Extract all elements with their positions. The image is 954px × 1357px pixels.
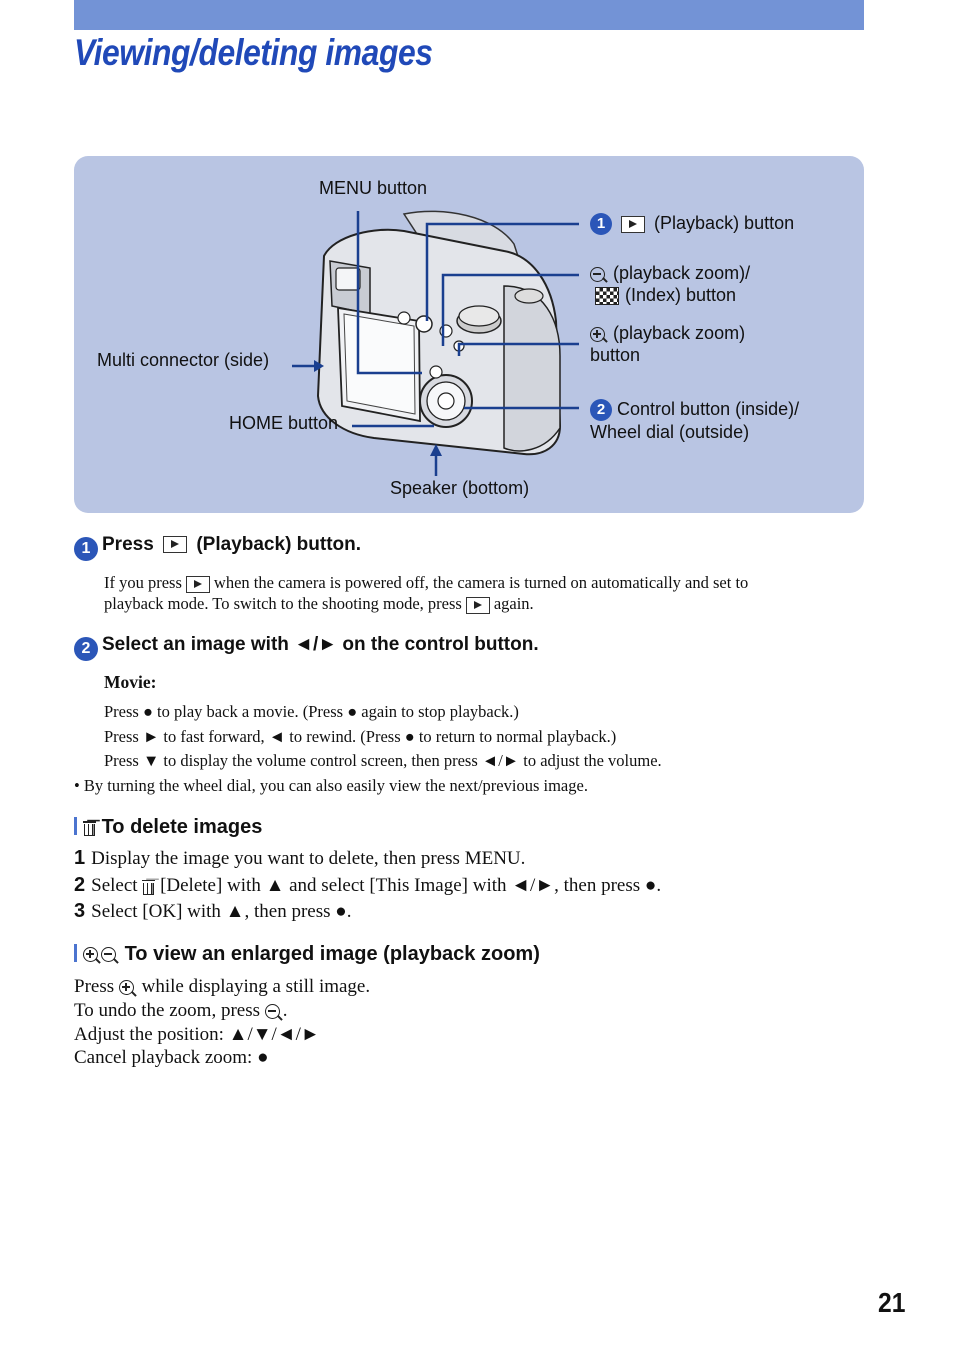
- step-1-body-c: playback mode. To switch to the shooting…: [104, 594, 462, 613]
- zoom-heading: To view an enlarged image (playback zoom…: [74, 943, 540, 966]
- multi-connector-label: Multi connector (side): [97, 350, 270, 370]
- control-button-label: Control button (inside)/: [617, 399, 800, 419]
- playback-button-callout: 1 (Playback) button: [590, 212, 795, 236]
- zoom-line-1b: while displaying a still image.: [141, 976, 371, 997]
- delete-heading: To delete images: [74, 816, 262, 839]
- step-1-press: Press: [102, 534, 154, 555]
- delete-step-1-num: 1: [74, 847, 86, 869]
- delete-step-3-num: 3: [74, 900, 86, 922]
- movie-line-2: Press ► to fast forward, ◄ to rewind. (P…: [104, 727, 617, 746]
- playback-icon: [621, 215, 646, 233]
- playback-button-label: (Playback) button: [654, 213, 795, 233]
- zoom-in-label: (playback zoom): [613, 323, 746, 343]
- zoom-line-1: Press while displaying a still image.: [74, 976, 370, 998]
- control-button-callout: 2 Control button (inside)/: [590, 398, 800, 422]
- section-bar: [74, 817, 77, 835]
- zoom-line-1a: Press: [74, 976, 115, 997]
- playback-icon: [185, 575, 210, 593]
- trash-icon: [142, 879, 156, 895]
- zoom-line-4: Cancel playback zoom: ●: [74, 1047, 269, 1068]
- zoom-in-icon: [83, 947, 98, 963]
- delete-heading-text: To delete images: [101, 816, 263, 838]
- section-bar: [74, 944, 77, 962]
- step-1-body: If you press when the camera is powered o…: [104, 572, 844, 614]
- camera-diagram: MENU button 1 (Playback) button (playbac…: [74, 156, 864, 513]
- zoom-in-icon: [118, 980, 134, 996]
- zoom-in-icon: [590, 326, 605, 342]
- zoom-out-icon: [264, 1004, 280, 1020]
- movie-line-3: Press ▼ to display the volume control sc…: [104, 751, 662, 770]
- step-2-badge: 2: [590, 399, 612, 422]
- index-icon: [595, 287, 619, 306]
- zoom-in-label-2: button: [590, 345, 641, 365]
- index-callout: (Index) button: [595, 284, 736, 306]
- home-button-label: HOME button: [229, 413, 339, 433]
- playback-icon: [163, 536, 188, 554]
- delete-step-2-text-a: Select: [91, 875, 138, 896]
- delete-step-1-text: Display the image you want to delete, th…: [91, 848, 526, 869]
- zoom-line-2a: To undo the zoom, press: [74, 1000, 261, 1021]
- zoom-heading-text: To view an enlarged image (playback zoom…: [124, 943, 540, 965]
- zoom-out-label: (playback zoom)/: [613, 263, 751, 283]
- step-1-body-b: when the camera is powered off, the came…: [213, 573, 749, 592]
- delete-step-2-text-b: [Delete] with ▲ and select [This Image] …: [160, 875, 662, 896]
- zoom-line-2: To undo the zoom, press .: [74, 1000, 288, 1022]
- step-1-heading-badge: 1: [74, 537, 98, 561]
- zoom-out-icon: [101, 947, 116, 963]
- speaker-label: Speaker (bottom): [390, 478, 530, 498]
- step-1-badge: 1: [590, 213, 612, 236]
- trash-icon: [83, 820, 96, 836]
- wheel-dial-label: Wheel dial (outside): [590, 422, 750, 442]
- step-2-heading-text: Select an image with ◄/► on the control …: [102, 634, 539, 655]
- index-label: (Index) button: [625, 285, 737, 305]
- wheel-dial-note: • By turning the wheel dial, you can als…: [74, 776, 588, 795]
- zoom-line-3: Adjust the position: ▲/▼/◄/►: [74, 1024, 320, 1045]
- page-title: Viewing/deleting images: [74, 32, 433, 73]
- page-number: 21: [878, 1287, 906, 1318]
- delete-step-2-num: 2: [74, 874, 86, 896]
- zoom-line-2b: .: [282, 1000, 288, 1021]
- header-bar: [74, 0, 864, 30]
- movie-line-1: Press ● to play back a movie. (Press ● a…: [104, 702, 519, 721]
- playback-icon: [465, 596, 490, 614]
- movie-heading: Movie:: [104, 672, 157, 692]
- step-1-body-a: If you press: [104, 573, 182, 592]
- camera-illustration: [292, 210, 579, 476]
- step-2-heading-badge: 2: [74, 637, 98, 661]
- menu-button-label: MENU button: [319, 178, 428, 198]
- zoom-out-icon: [590, 266, 605, 282]
- zoom-out-callout: (playback zoom)/: [590, 262, 750, 284]
- step-1-body-d: again.: [493, 594, 534, 613]
- zoom-in-callout: (playback zoom): [590, 322, 745, 344]
- delete-step-3-text: Select [OK] with ▲, then press ●.: [91, 901, 352, 922]
- step-1-heading-rest: (Playback) button.: [196, 534, 362, 555]
